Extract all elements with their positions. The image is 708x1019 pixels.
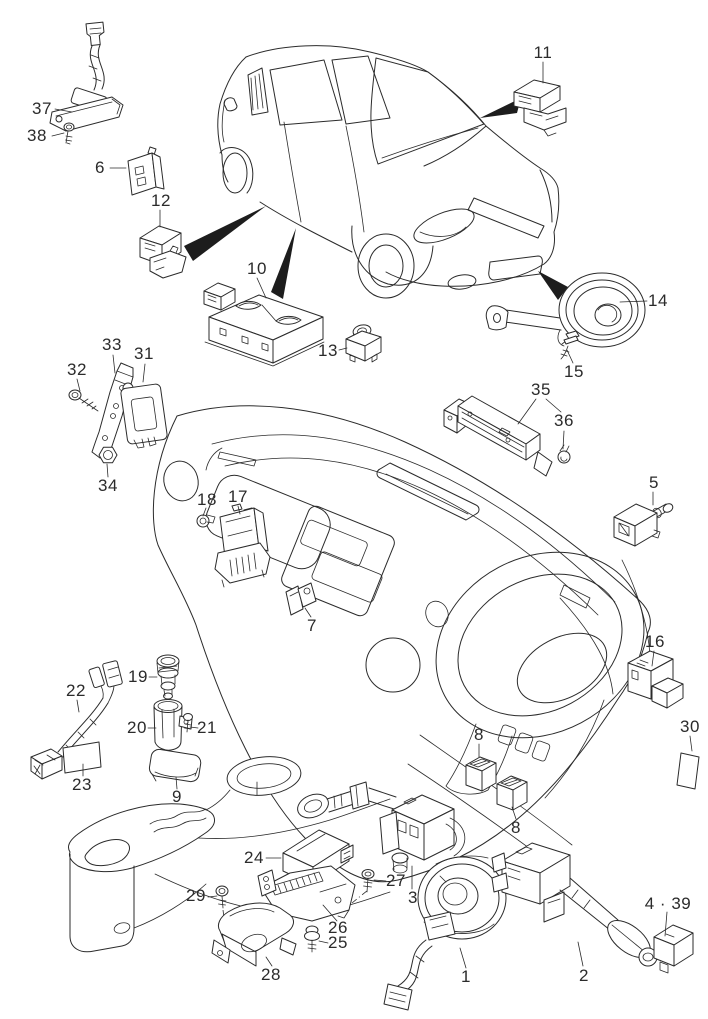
- console-illustration: [67, 756, 391, 953]
- car-illustration: [217, 45, 560, 299]
- part-11-illustration: [513, 79, 567, 137]
- part-7-illustration: [285, 582, 317, 616]
- part-15-illustration: [560, 330, 580, 360]
- part-10-illustration: [203, 282, 325, 367]
- part-29-illustration: [215, 885, 229, 934]
- part-37-illustration: [49, 21, 124, 132]
- part-32-illustration: [68, 389, 99, 412]
- arrow-to-door: [184, 206, 266, 261]
- location-arrows: [184, 98, 568, 300]
- part-21-illustration: [183, 713, 193, 733]
- part-9-illustration: [148, 748, 202, 783]
- part-38-illustration: [63, 122, 75, 145]
- arrow-to-windshield: [480, 98, 521, 118]
- part-5-illustration: [613, 503, 674, 547]
- leader-lines: [51, 61, 693, 969]
- part-34-illustration: [98, 446, 118, 464]
- part-31-illustration: [120, 382, 168, 449]
- part-8-upper-illustration: [465, 756, 497, 792]
- part-17-illustration: [214, 503, 271, 588]
- part-3-illustration: [297, 781, 466, 874]
- part-23-illustration: [62, 741, 102, 774]
- part-1-illustration: [383, 855, 507, 1011]
- arrow-to-front-bumper: [538, 271, 568, 300]
- part-12-illustration: [139, 225, 187, 279]
- dashboard-illustration: [152, 405, 651, 883]
- part-19-illustration: [156, 654, 180, 700]
- part-13-illustration: [345, 324, 382, 363]
- part-2-illustration: [491, 842, 658, 967]
- arrow-to-body: [271, 228, 296, 299]
- part-30-illustration: [676, 752, 700, 790]
- part-25-illustration: [304, 925, 320, 953]
- part-4-39-illustration: [653, 924, 694, 974]
- part-28-illustration: [211, 902, 297, 967]
- part-22-illustration: [30, 660, 123, 780]
- part-16-illustration: [627, 650, 684, 709]
- part-8-lower-illustration: [496, 775, 528, 811]
- part-6-illustration: [127, 146, 165, 196]
- part-14-illustration: [485, 272, 646, 348]
- part-27-illustration: [361, 869, 375, 893]
- part-35-illustration: [443, 395, 553, 477]
